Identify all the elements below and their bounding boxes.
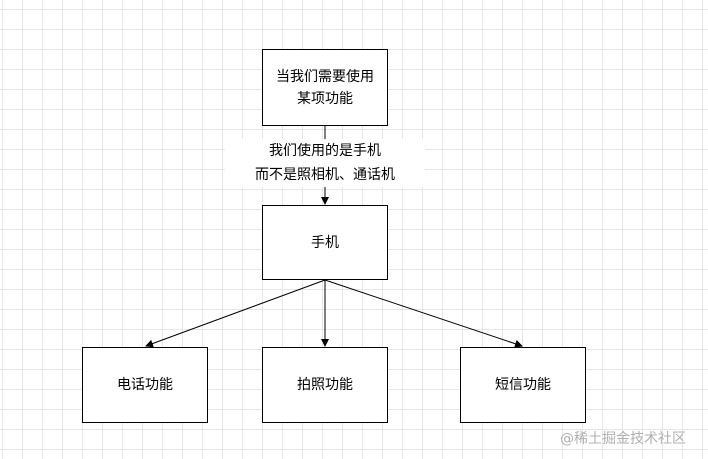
node-text: 短信功能	[495, 377, 551, 393]
node-text-line2: 某项功能	[297, 90, 353, 107]
node-need-function[interactable]: 当我们需要使用 某项功能	[262, 49, 388, 126]
node-call-function[interactable]: 电话功能	[82, 347, 208, 423]
node-text-line1: 当我们需要使用	[276, 68, 374, 85]
edge-label: 我们使用的是手机 而不是照相机、通话机	[225, 139, 425, 187]
watermark: @稀土掘金技术社区	[560, 431, 686, 447]
node-photo-function[interactable]: 拍照功能	[262, 347, 388, 423]
edge-label-line1: 我们使用的是手机	[269, 143, 381, 159]
edge-label-line2: 而不是照相机、通话机	[255, 167, 395, 183]
arrow-phone-to-call	[145, 279, 326, 348]
arrow-phone-to-sms	[324, 279, 523, 348]
node-text: 手机	[311, 234, 339, 251]
node-text: 电话功能	[117, 377, 173, 393]
node-sms-function[interactable]: 短信功能	[460, 347, 586, 423]
node-text: 拍照功能	[297, 377, 353, 393]
node-phone[interactable]: 手机	[262, 205, 388, 280]
